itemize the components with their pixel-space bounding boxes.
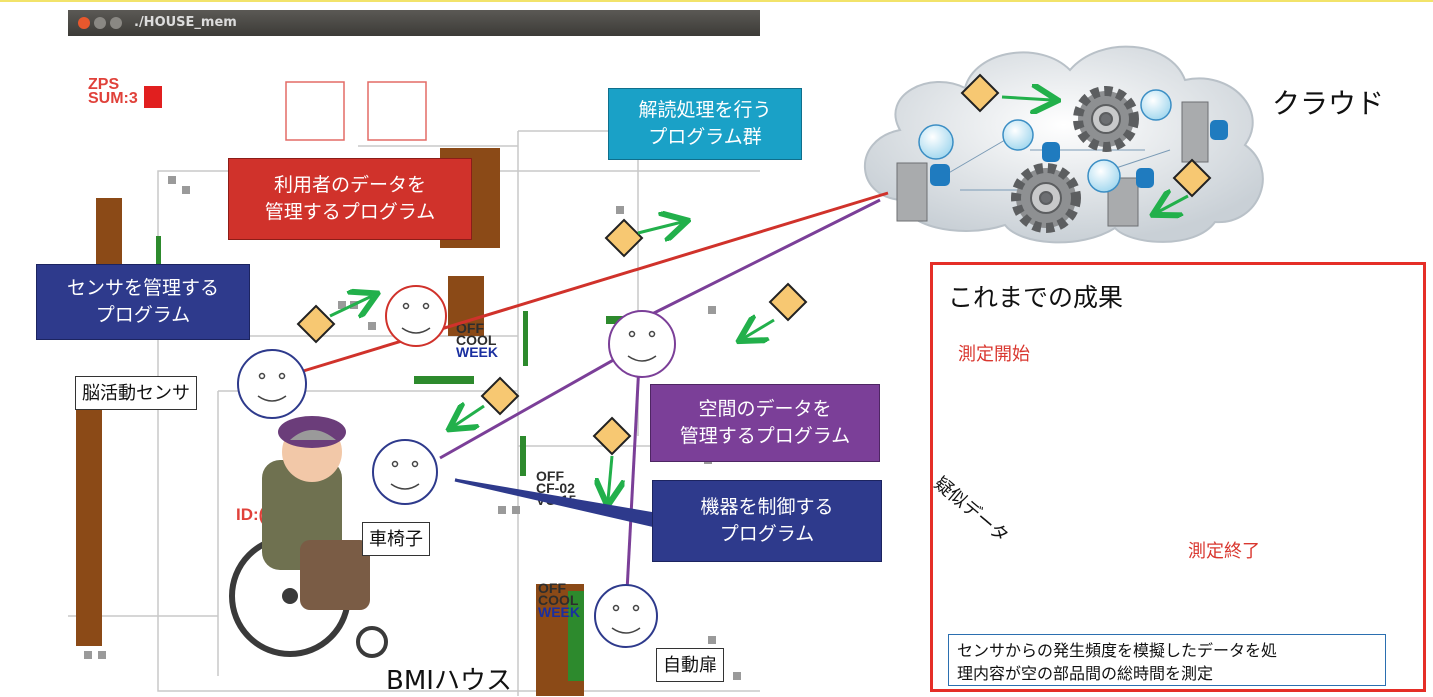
decode-program-callout: 解読処理を行う プログラム群 xyxy=(608,88,802,160)
top-accent-line xyxy=(0,0,1433,2)
maximize-icon[interactable] xyxy=(110,17,122,29)
minimize-icon[interactable] xyxy=(94,17,106,29)
wheelchair-label: 車椅子 xyxy=(362,522,430,556)
measurement-end-label: 測定終了 xyxy=(1188,541,1260,562)
connection-lines xyxy=(299,191,889,611)
gear-icon xyxy=(1011,86,1139,233)
window-title: ./HOUSE_mem xyxy=(134,15,237,30)
user-data-program-callout: 利用者のデータを 管理するプログラム xyxy=(228,158,472,240)
device-control-program-callout: 機器を制御する プログラム xyxy=(652,480,882,562)
results-note: センサからの発生頻度を模擬したデータを処 理内容が空の部品間の総時間を測定 xyxy=(948,634,1386,686)
results-panel xyxy=(930,262,1426,692)
space-data-program-callout: 空間のデータを 管理するプログラム xyxy=(650,384,880,462)
sum-label: SUM:3 xyxy=(88,90,138,107)
data-flow-arrows xyxy=(329,97,1189,500)
data-token-icons xyxy=(296,73,1212,456)
bmi-house-label: BMIハウス xyxy=(386,666,512,696)
cloud-label: クラウド xyxy=(1272,87,1385,120)
wheelchair-user-illustration xyxy=(229,416,388,658)
window-titlebar: ./HOUSE_mem xyxy=(68,10,760,36)
server-icons xyxy=(896,101,1209,227)
measurement-start-label: 測定開始 xyxy=(958,344,1030,365)
program-face-icons xyxy=(237,285,676,648)
sensor-program-callout: センサを管理する プログラム xyxy=(36,264,250,340)
close-icon[interactable] xyxy=(78,17,90,29)
id-label: ID:( xyxy=(236,505,265,524)
cloud-database-icons xyxy=(930,120,1228,188)
auto-door-label: 自動扉 xyxy=(656,648,724,682)
results-title: これまでの成果 xyxy=(948,283,1124,312)
brain-sensor-label: 脳活動センサ xyxy=(75,376,197,410)
zps-label: ZPS xyxy=(88,76,120,93)
cloud-face-icons xyxy=(918,89,1172,193)
